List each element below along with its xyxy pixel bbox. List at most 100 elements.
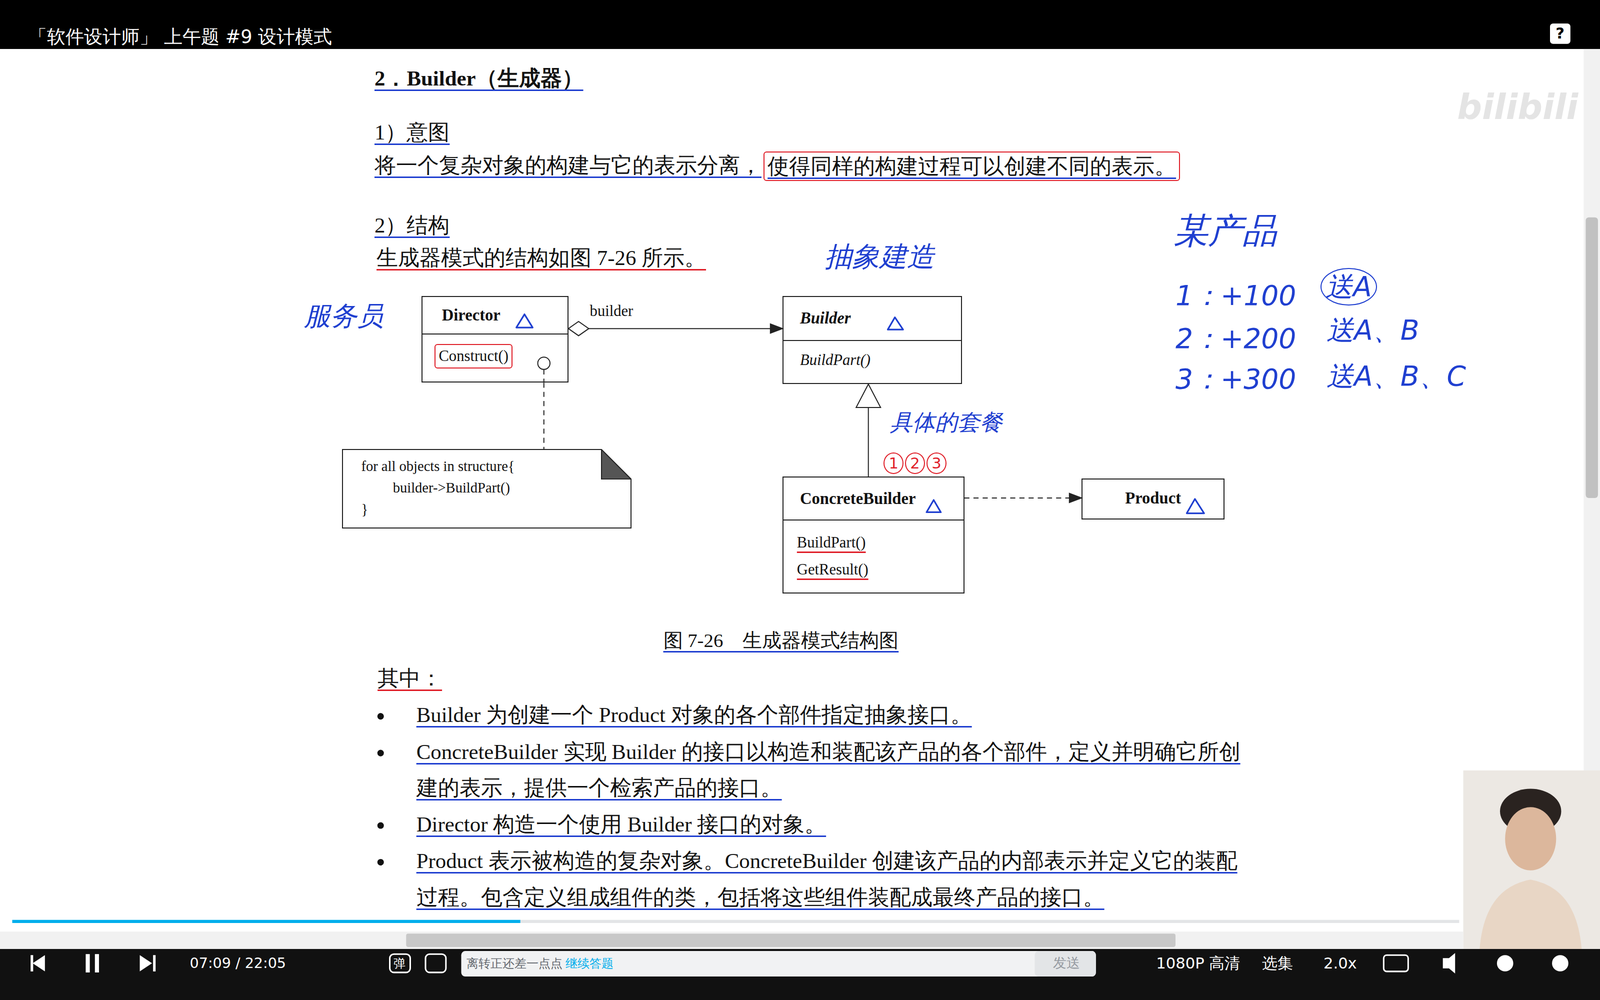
note-line: builder->BuildPart() — [393, 480, 510, 496]
class-name: ConcreteBuilder — [800, 488, 916, 509]
handwritten-note: 服务员 — [304, 299, 384, 334]
next-icon — [153, 955, 156, 972]
section-heading: 2．Builder（生成器） — [374, 64, 584, 93]
scrollbar-thumb — [1585, 217, 1598, 498]
bullet-dot — [377, 822, 384, 829]
name-compartment: Builder — [783, 297, 961, 341]
hand-triangle — [516, 314, 533, 328]
hand-triangle — [888, 317, 904, 330]
operations-compartment: BuildPart() — [783, 341, 961, 384]
body-text: 将一个复杂对象的构建与它的表示分离， — [374, 151, 762, 180]
handwritten-note: 3：+300 — [1175, 361, 1296, 398]
operation-name: GetResult() — [797, 561, 869, 578]
connector — [543, 382, 545, 449]
bullet-dot — [377, 750, 384, 757]
body-text: 生成器模式的结构如图 7-26 所示。 — [376, 244, 706, 272]
bullet-dots — [377, 713, 384, 866]
settings-icon — [1497, 955, 1514, 972]
webcam-frame — [1463, 770, 1600, 949]
watermark: bilibili — [1457, 84, 1578, 130]
name-compartment: Product — [1082, 479, 1224, 516]
subheading: 1）意图 — [374, 118, 450, 147]
role-label: builder — [590, 301, 634, 322]
connector-group — [538, 357, 550, 449]
danmaku-icon — [390, 954, 411, 973]
callout-number: 3 — [926, 452, 947, 475]
class-name: Director — [442, 304, 501, 326]
fold-cover — [601, 449, 632, 480]
operation-name: Construct() — [434, 344, 513, 369]
send-button — [1034, 951, 1096, 977]
connector-group — [964, 493, 1082, 503]
note-box: for all objects in structure{ builder->Bu… — [342, 449, 632, 529]
help-icon — [1550, 23, 1571, 44]
connector — [964, 497, 1070, 499]
bullet-dot — [377, 713, 384, 720]
hand-triangle — [926, 500, 941, 512]
figure-caption: 图 7-26 生成器模式结构图 — [663, 628, 899, 653]
class-name: Product — [1125, 487, 1181, 509]
body-text: 使得同样的构建过程可以创建不同的表示。 — [763, 151, 1180, 182]
volume-icon — [1443, 953, 1455, 974]
note-line: } — [361, 501, 368, 517]
pause-icon — [85, 954, 90, 973]
quality-label: 1080P 高清 — [1156, 953, 1240, 974]
row: GetResult() — [797, 557, 943, 585]
connector-group — [568, 321, 783, 336]
handwritten-note: 送A — [1320, 268, 1377, 306]
input-link: 继续答题 — [565, 955, 614, 972]
handwritten-note: 具体的套餐 — [890, 408, 1003, 437]
connector — [589, 328, 771, 329]
hscroll-thumb — [406, 933, 1176, 947]
arrowhead — [770, 324, 783, 333]
note-line: for all objects in structure{ — [361, 458, 515, 474]
name-compartment: Director — [422, 297, 568, 335]
row: BuildPart() — [797, 530, 943, 558]
connector — [868, 407, 869, 477]
row: Construct() — [434, 344, 547, 370]
operations-compartment: BuildPart() GetResult() — [783, 520, 963, 593]
arrowhead — [1069, 493, 1082, 503]
fold-flap — [601, 449, 631, 479]
bullet-dot — [377, 859, 384, 866]
row: builder->BuildPart() — [361, 478, 610, 500]
row: BuildPart() — [800, 348, 941, 375]
note-anchor — [538, 357, 550, 369]
help-mark: ? — [1555, 23, 1565, 44]
hscroll-track — [0, 931, 1464, 949]
webcam-face — [1505, 807, 1556, 871]
pause-icon — [95, 954, 99, 973]
connector-group — [856, 384, 881, 477]
arrowhead — [856, 384, 881, 408]
class-box: DirectorConstruct() — [421, 296, 569, 383]
note-body: for all objects in structure{ builder->Bu… — [343, 450, 631, 528]
note-fold — [601, 449, 632, 480]
operation-name: BuildPart() — [800, 351, 871, 369]
fullscreen-icon — [1552, 955, 1569, 972]
control-bar — [0, 949, 1600, 1000]
time-display: 07:09 / 22:05 — [190, 954, 286, 973]
aggregation-diamond — [568, 321, 589, 336]
handwritten-note: 2：+200 — [1175, 321, 1296, 357]
progress-rest — [520, 920, 1460, 923]
handwritten-note: 抽象建造 — [824, 239, 935, 275]
class-name: Builder — [800, 307, 851, 329]
callout-number: 1 — [883, 452, 904, 475]
hand-triangle — [1186, 499, 1204, 514]
class-box: ConcreteBuilderBuildPart() GetResult() — [782, 476, 964, 594]
speed-label: 2.0x — [1323, 953, 1357, 974]
handwritten-note: 某产品 — [1173, 208, 1277, 253]
handwritten-note: 送A、B — [1326, 312, 1420, 349]
top-bar — [0, 0, 1600, 49]
input-placeholder: 离转正还差一点点 — [466, 955, 563, 972]
class-box: Product — [1081, 478, 1225, 520]
danmaku-settings-icon — [425, 954, 446, 973]
handwritten-note: 送A、B、C — [1326, 358, 1466, 395]
video-title: 「软件设计师」 上午题 #9 设计模式 — [28, 25, 332, 49]
operation-name: BuildPart() — [797, 534, 866, 551]
next-icon — [140, 955, 152, 972]
abstract-class-box: BuilderBuildPart() — [782, 296, 962, 384]
callout-number: 2 — [905, 452, 925, 475]
